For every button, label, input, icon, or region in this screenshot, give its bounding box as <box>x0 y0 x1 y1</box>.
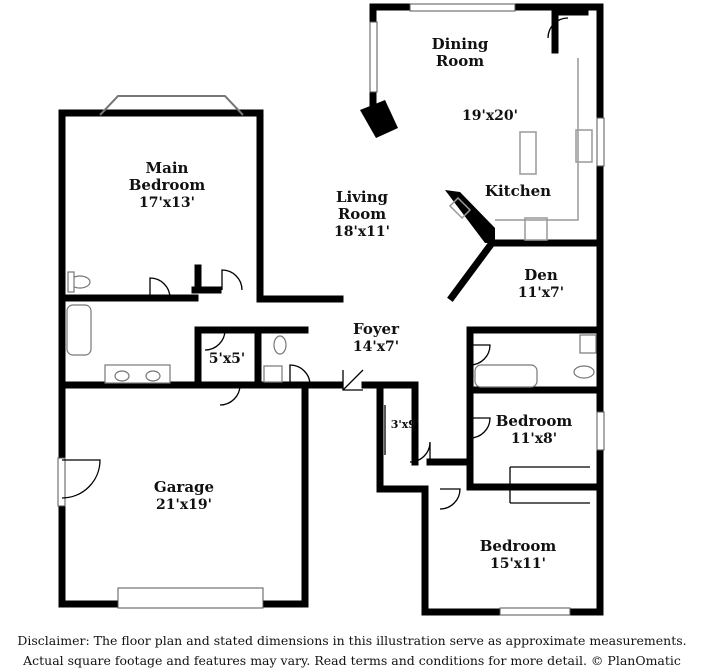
garage-name: Garage <box>154 478 214 496</box>
walls <box>58 3 604 616</box>
kitchen-counters <box>448 58 593 241</box>
stove-icon <box>524 217 548 241</box>
door-swing <box>149 277 171 299</box>
closet-b-dims: 3'x9' <box>391 418 420 431</box>
disclaimer-line-1: Disclaimer: The floor plan and stated di… <box>17 633 687 648</box>
disclaimer-line-2: Actual square footage and features may v… <box>23 653 681 668</box>
door-swing <box>221 269 243 291</box>
kitchen-name: Kitchen <box>485 182 551 200</box>
living-room-name-1: Living <box>336 188 389 206</box>
bathtub-icon <box>66 304 92 356</box>
double-vanity <box>104 364 171 384</box>
fireplace <box>360 100 495 243</box>
foyer-dims: 14'x7' <box>353 339 399 355</box>
garage-door <box>117 587 264 609</box>
bay-window <box>99 95 244 116</box>
sink-icon <box>579 334 597 354</box>
dining-room-name-1: Dining <box>432 35 489 53</box>
door-swing <box>289 364 311 386</box>
door-swing <box>547 17 569 39</box>
room-labels: Dining Room 19'x20' Kitchen Main Bedroom… <box>129 35 573 572</box>
toilet-tank <box>67 271 75 293</box>
bedroom-3-dims: 15'x11' <box>490 556 546 572</box>
sink-icon <box>145 370 161 382</box>
closet-a-dims: 5'x5' <box>209 351 245 367</box>
den-name: Den <box>524 266 558 284</box>
sink-icon <box>114 370 130 382</box>
bedroom-2-dims: 11'x8' <box>511 431 557 447</box>
dining-room-dims: 19'x20' <box>462 108 518 124</box>
floor-plan: Dining Room 19'x20' Kitchen Main Bedroom… <box>57 3 605 616</box>
bath-fixtures <box>66 271 597 388</box>
garage-dims: 21'x19' <box>156 497 212 513</box>
sink-icon <box>263 365 283 383</box>
living-room-dims: 18'x11' <box>334 224 390 240</box>
main-bedroom-name-2: Bedroom <box>129 176 206 194</box>
toilet-icon <box>273 335 287 355</box>
main-bedroom-name-1: Main <box>146 159 189 177</box>
dining-room-name-2: Room <box>436 52 484 70</box>
kitchen-island <box>519 131 537 175</box>
doors <box>61 17 590 510</box>
bedroom-window-right <box>596 411 605 451</box>
disclaimer: Disclaimer: The floor plan and stated di… <box>0 631 704 671</box>
bedroom-window-bottom <box>499 607 571 616</box>
door-swing <box>409 441 431 463</box>
bedroom-3-name: Bedroom <box>480 537 557 555</box>
toilet-icon <box>573 365 595 379</box>
door-swing <box>219 384 241 406</box>
dining-window-top <box>409 3 516 12</box>
door-swing <box>439 488 461 510</box>
door-swing <box>204 329 226 351</box>
bedroom-2-name: Bedroom <box>496 412 573 430</box>
front-door <box>342 369 364 391</box>
door-swing <box>469 417 491 439</box>
counter-edge <box>495 58 579 221</box>
foyer-name: Foyer <box>353 320 400 338</box>
dining-window-left <box>369 21 378 93</box>
kitchen-sink <box>575 129 593 163</box>
door-swing <box>61 459 101 499</box>
windows <box>57 3 605 616</box>
kitchen-window <box>596 117 605 167</box>
garage-side-door <box>57 457 66 507</box>
bathtub-icon <box>474 364 538 388</box>
fridge-icon <box>448 196 472 220</box>
door-swing <box>469 344 491 366</box>
living-room-name-2: Room <box>338 205 386 223</box>
main-bedroom-dims: 17'x13' <box>139 195 195 211</box>
den-dims: 11'x7' <box>518 285 564 301</box>
